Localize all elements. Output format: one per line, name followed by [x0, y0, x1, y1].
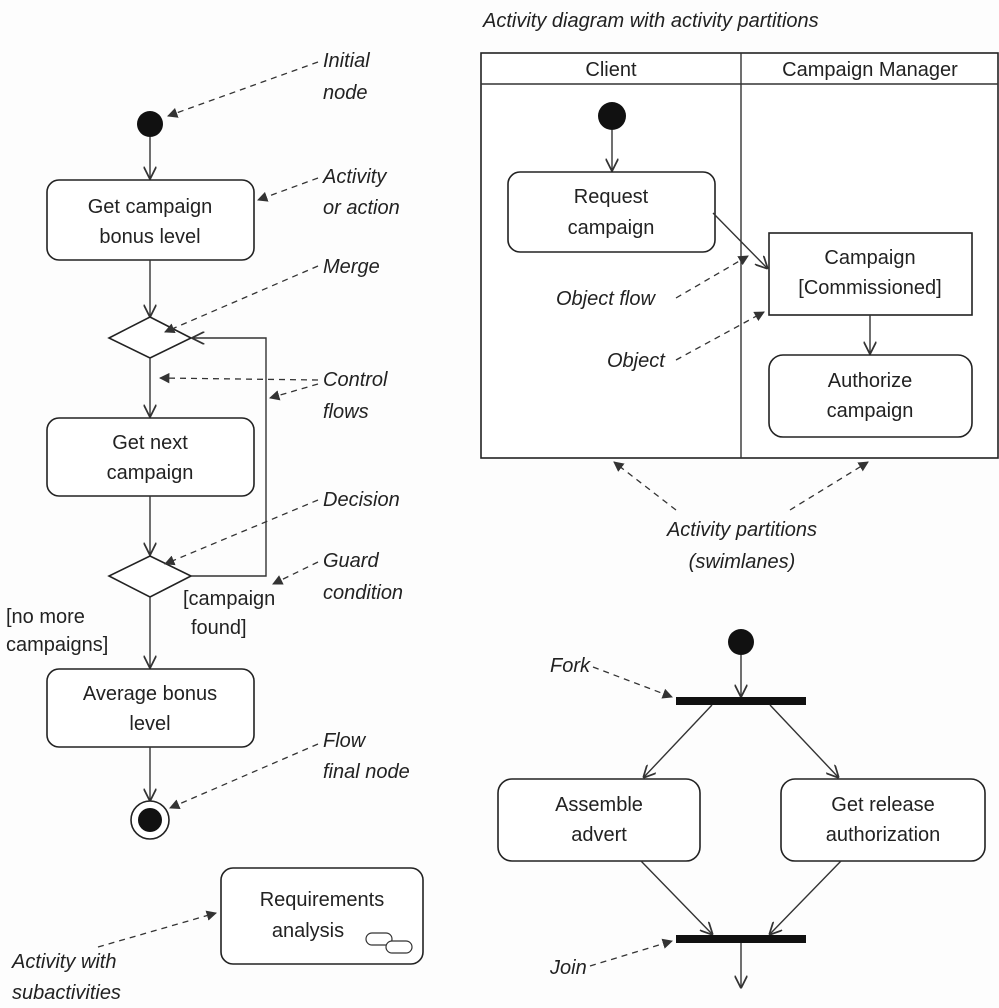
pointer-decision: [164, 499, 319, 566]
control-flow: [640, 860, 712, 934]
release-label-1: Get release: [831, 794, 934, 816]
pointer-merge: [164, 265, 319, 334]
ann-fork: Fork: [550, 655, 591, 677]
control-flow: [644, 704, 713, 777]
get-release-action: [780, 778, 986, 862]
merge-node: [107, 316, 193, 359]
ann-activity-2: or action: [323, 197, 400, 219]
pointer-flow-final: [169, 743, 319, 810]
authorize-label-1: Authorize: [828, 370, 913, 392]
assemble-label-1: Assemble: [555, 794, 643, 816]
join-bar: [676, 935, 806, 943]
ann-initial-2: node: [323, 82, 368, 104]
initial-node-partition: [598, 102, 626, 130]
control-flow: [770, 860, 842, 934]
authorize-label-2: campaign: [827, 400, 914, 422]
pointer-join: [589, 938, 673, 967]
loop-back-flow: [191, 338, 267, 577]
ann-partitions-2: (swimlanes): [689, 551, 796, 573]
release-label-2: authorization: [826, 824, 941, 846]
partition-client: Client: [585, 59, 637, 81]
pointer-object-flow: [675, 255, 749, 299]
ann-control-1: Control: [323, 369, 388, 391]
pointer-fork: [592, 666, 673, 699]
assemble-advert-action: [497, 778, 701, 862]
campaign-object-label-2: [Commissioned]: [798, 277, 941, 299]
initial-node: [137, 111, 163, 137]
requirements-label-2: analysis: [272, 920, 344, 942]
guard-found-2: found]: [191, 617, 247, 639]
ann-partitions-1: Activity partitions: [666, 519, 817, 541]
guard-no-more-1: [no more: [6, 606, 85, 628]
ann-merge: Merge: [323, 256, 380, 278]
pointer-control-2: [269, 383, 319, 401]
average-action: [46, 668, 255, 748]
request-label-1: Request: [574, 186, 649, 208]
ann-decision: Decision: [323, 489, 400, 511]
pointer-guard: [272, 561, 319, 585]
pointer-object: [675, 311, 765, 361]
pointer-activity: [257, 177, 319, 202]
diagram-title: Activity diagram with activity partition…: [482, 10, 819, 32]
pointer-subactivities: [97, 910, 217, 948]
ann-guard-1: Guard: [323, 550, 379, 572]
pointer-partition-right: [789, 461, 869, 511]
ann-flow-final-2: final node: [323, 761, 410, 783]
assemble-label-2: advert: [571, 824, 627, 846]
authorize-campaign-action: [768, 354, 973, 438]
get-next-action: [46, 417, 255, 497]
requirements-label-1: Requirements: [260, 889, 385, 911]
ann-flow-final-1: Flow: [323, 730, 367, 752]
ann-initial-1: Initial: [323, 50, 370, 72]
pointer-partition-left: [613, 461, 677, 511]
get-bonus-action: [46, 179, 255, 261]
get-bonus-label-2: bonus level: [99, 226, 200, 248]
request-campaign-action: [507, 171, 716, 253]
get-next-label-1: Get next: [112, 432, 188, 454]
flow-final-node-core: [138, 808, 162, 832]
initial-node-fork: [728, 629, 754, 655]
campaign-object-label-1: Campaign: [824, 247, 915, 269]
ann-join: Join: [549, 957, 587, 979]
request-label-2: campaign: [568, 217, 655, 239]
partition-campaign-manager: Campaign Manager: [782, 59, 958, 81]
get-bonus-label-1: Get campaign: [88, 196, 213, 218]
ann-subactivities-1: Activity with: [11, 951, 116, 973]
average-label-2: level: [129, 713, 170, 735]
get-next-label-2: campaign: [107, 462, 194, 484]
ann-object: Object: [607, 350, 666, 372]
pointer-initial: [167, 61, 319, 118]
ann-object-flow: Object flow: [556, 288, 656, 310]
ann-subactivities-2: subactivities: [12, 982, 121, 1004]
ann-guard-2: condition: [323, 582, 403, 604]
average-label-1: Average bonus: [83, 683, 217, 705]
control-flow: [769, 704, 838, 777]
ann-activity-1: Activity: [322, 166, 387, 188]
guard-found-1: [campaign: [183, 588, 275, 610]
guard-no-more-2: campaigns]: [6, 634, 108, 656]
subactivity-icon: [365, 932, 413, 954]
fork-bar: [676, 697, 806, 705]
object-flow: [712, 212, 767, 268]
ann-control-2: flows: [323, 401, 369, 423]
decision-node: [107, 555, 193, 598]
campaign-object-node: [768, 232, 973, 316]
pointer-control-1: [158, 372, 319, 384]
